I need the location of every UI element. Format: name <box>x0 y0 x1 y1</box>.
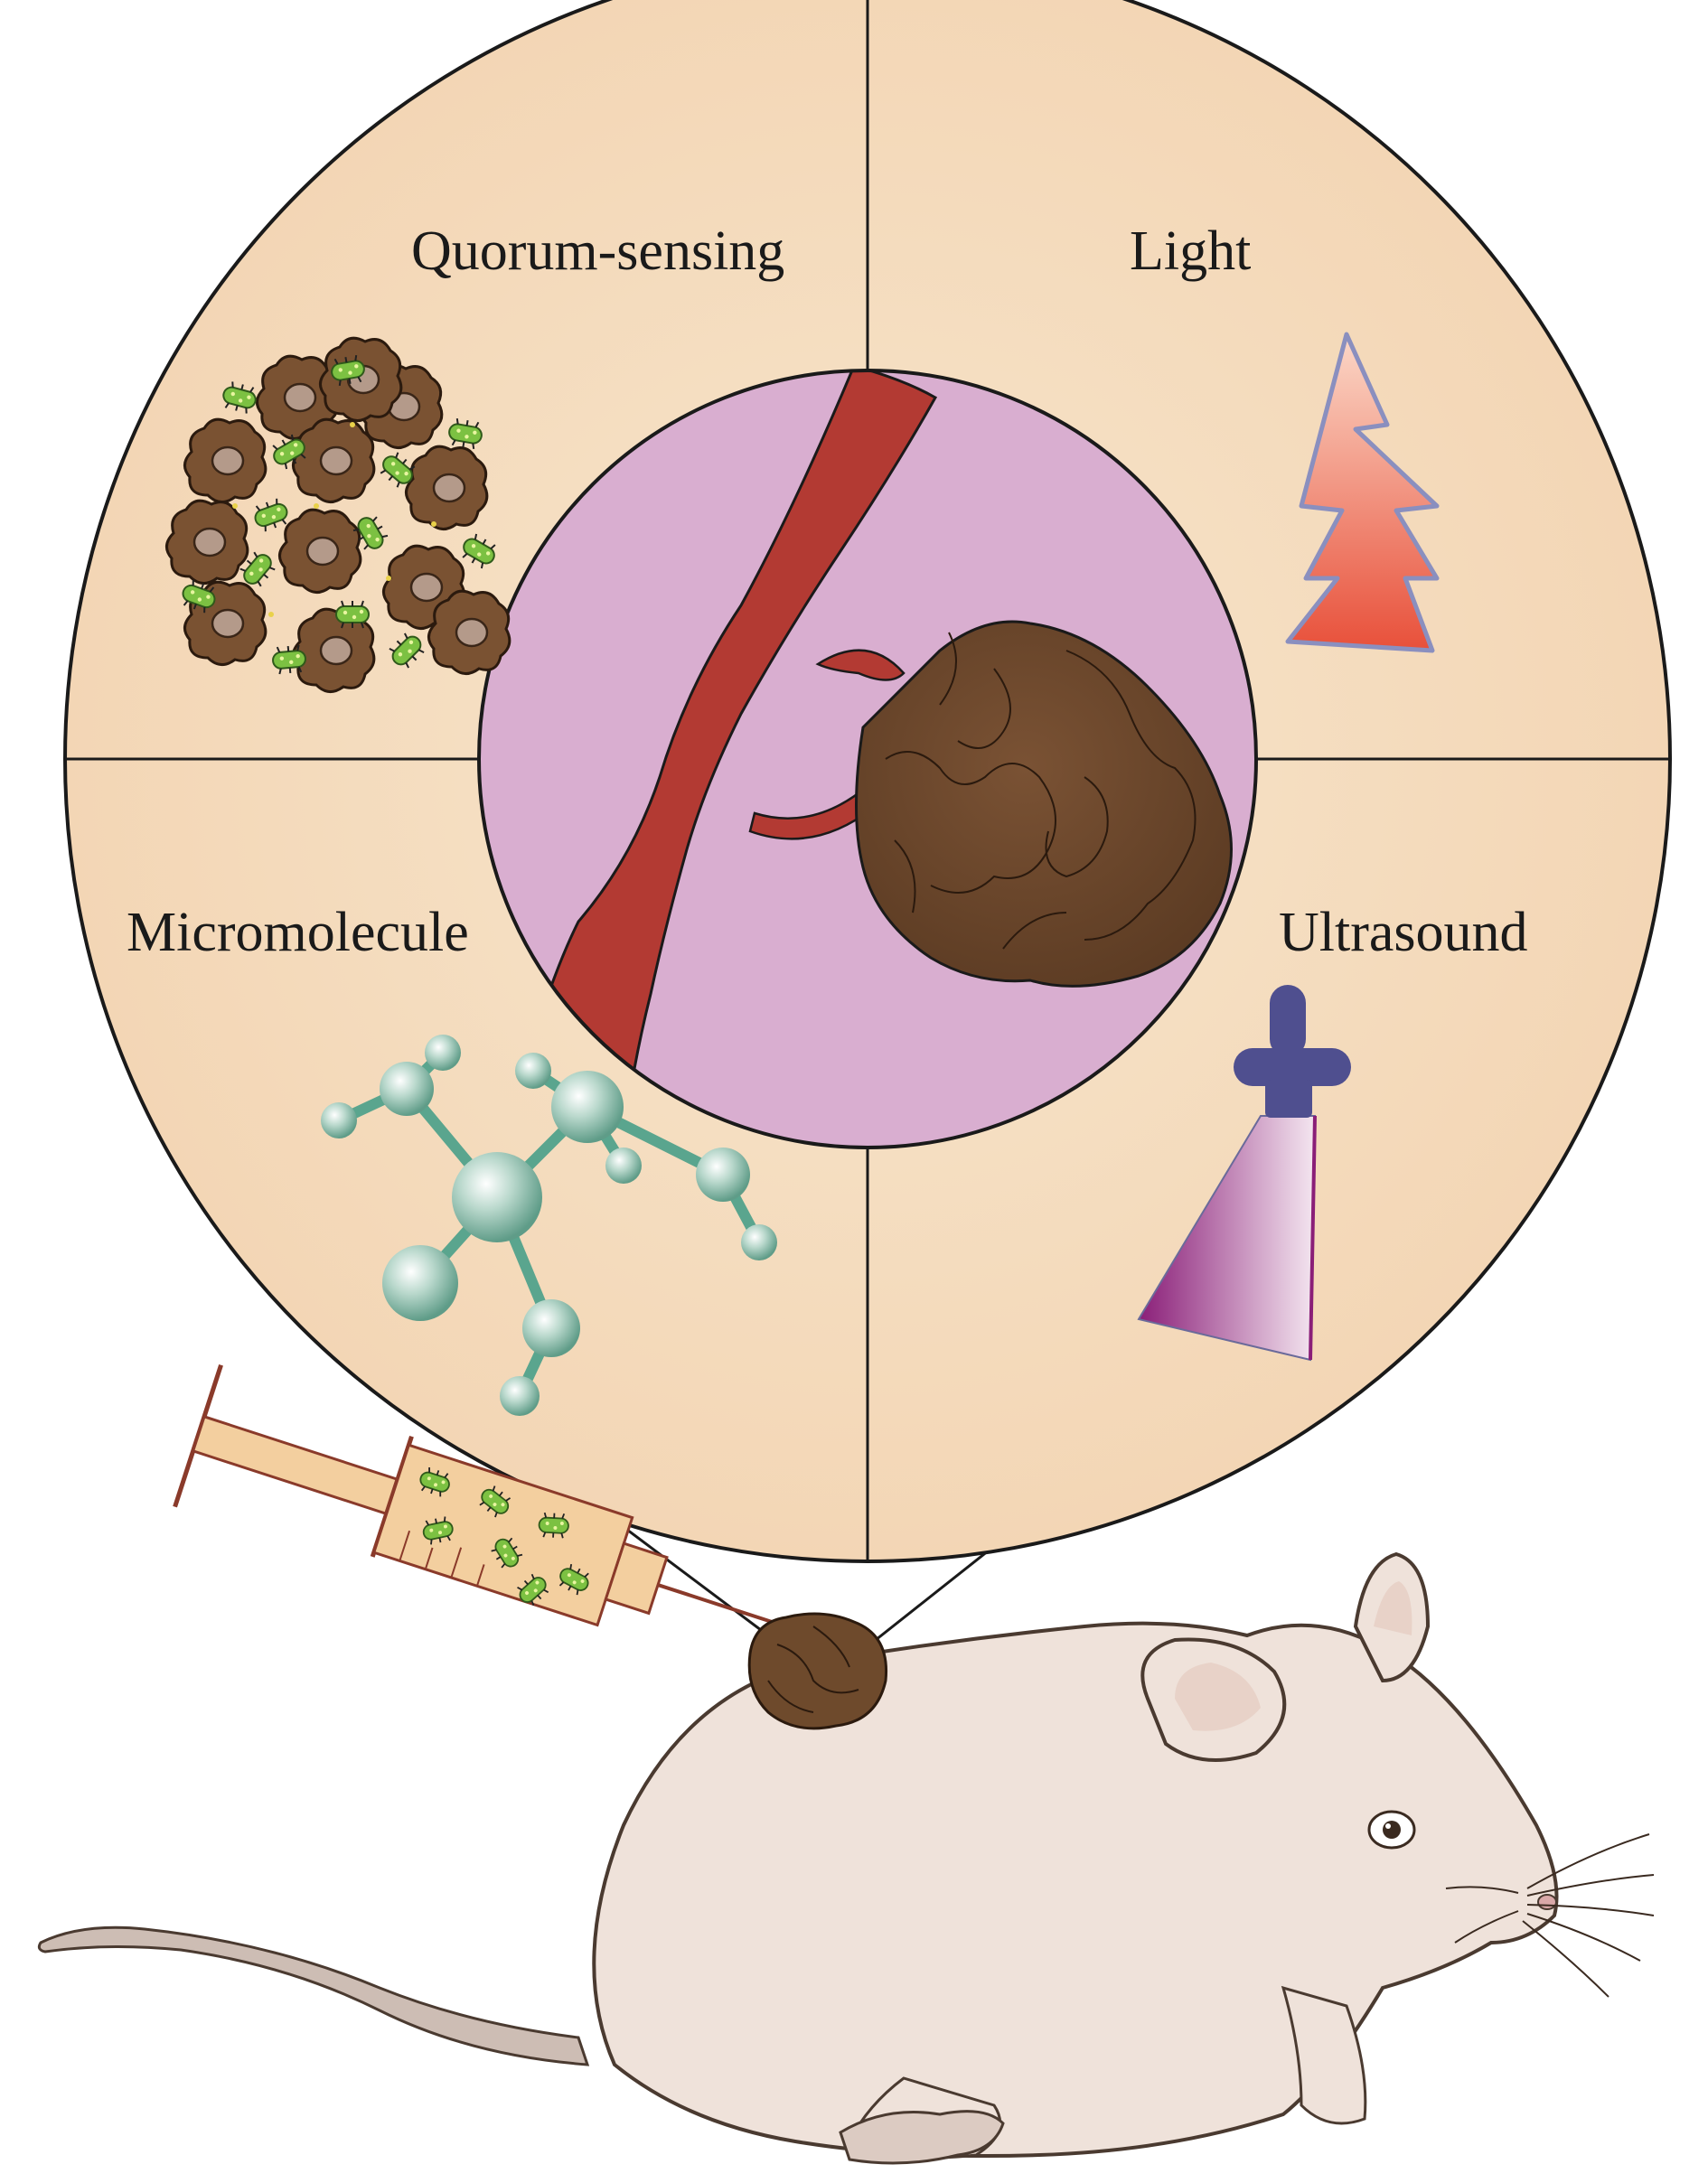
mouse-illustration <box>37 1551 1655 2165</box>
blood-vessel <box>504 370 938 1140</box>
label-quorum-sensing: Quorum-sensing <box>411 220 784 282</box>
ultrasound-probe-icon <box>1137 985 1351 1362</box>
syringe-icon <box>173 1363 788 1629</box>
capillary-upper <box>815 649 906 681</box>
quorum-sensing-cluster-icon <box>164 336 511 694</box>
tumor-texture <box>885 632 1197 950</box>
light-bolt-icon <box>1285 332 1440 653</box>
inner-circle <box>477 369 1258 1149</box>
label-ultrasound: Ultrasound <box>1279 902 1528 963</box>
label-light: Light <box>1130 220 1251 282</box>
tumor-mass <box>855 620 1233 988</box>
micromolecule-icon <box>321 1035 777 1416</box>
label-micromolecule: Micromolecule <box>127 902 469 963</box>
